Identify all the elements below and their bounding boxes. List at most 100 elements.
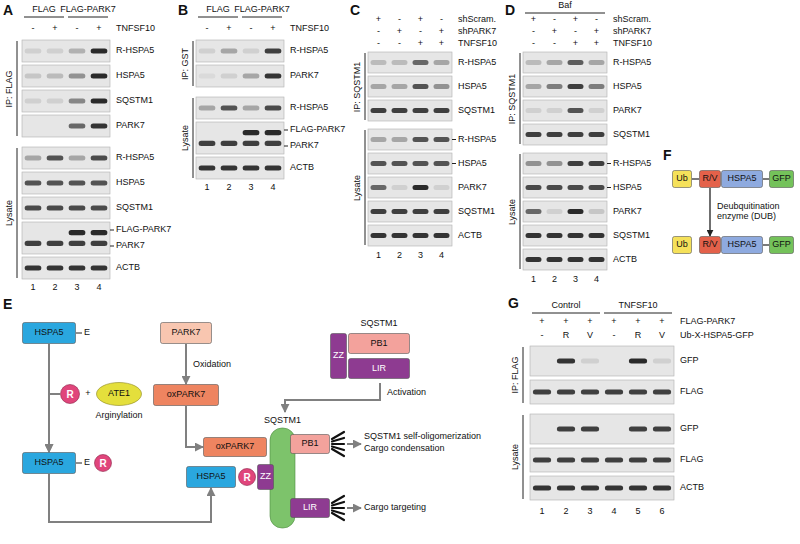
blot-strip [22, 90, 110, 112]
blot-band [47, 180, 64, 185]
band-label: R-HSPA5 [290, 46, 328, 56]
blot-band [392, 108, 408, 113]
blot-background [22, 222, 110, 254]
blot-background [523, 124, 607, 145]
blot-strip [530, 380, 674, 404]
node-text: HSPA5 [728, 174, 757, 184]
blot-background [523, 76, 607, 97]
box-outline [331, 334, 347, 379]
lane-number: 3 [587, 507, 592, 517]
treatment-sign: + [635, 317, 640, 327]
blot-band [392, 233, 408, 238]
group-header: FLAG [32, 5, 56, 15]
blot-band [69, 205, 86, 210]
section-label: IP: SQSTM1 [508, 73, 518, 124]
blot-strip [368, 153, 452, 174]
blot-band [243, 141, 260, 146]
protein-box: oxPARK7 [203, 437, 267, 457]
rule-line [520, 154, 521, 269]
treatment-sign: - [398, 39, 401, 49]
blot-band [25, 241, 42, 246]
lane-number: 6 [659, 507, 664, 517]
blot-background [523, 153, 607, 174]
box-outline [291, 499, 330, 518]
lane-number: 4 [439, 251, 444, 261]
blot-band [25, 73, 42, 78]
group-header: TNFSF10 [618, 301, 657, 311]
band-label: SQSTM1 [116, 203, 153, 213]
treatment-label: shScram. [613, 15, 651, 25]
treatment-label: FLAG-PARK7 [680, 317, 735, 327]
treatment-label: shPARK7 [613, 27, 651, 37]
rule-line [76, 463, 82, 464]
band-label: PARK7 [613, 106, 642, 116]
blot-background [196, 157, 284, 179]
box-outline [349, 359, 410, 379]
rule-line [523, 415, 524, 499]
lane-number: 1 [376, 251, 381, 261]
connector-arrow [285, 383, 380, 412]
blot-background [530, 414, 674, 444]
ellipse-outline [97, 383, 142, 406]
blot-band [589, 60, 605, 65]
treatment-sign: - [206, 24, 209, 34]
protein-box: HSPA5 [22, 452, 76, 474]
blot-band [371, 137, 387, 142]
treatment-sign: + [563, 317, 568, 327]
blot-band [91, 180, 108, 185]
outcome-label: Cargo condensation [364, 444, 445, 454]
lane-number: 1 [539, 507, 544, 517]
node-text: GFP [772, 174, 791, 184]
rule-line [193, 41, 194, 86]
blot-strip [368, 100, 452, 121]
blot-background [368, 76, 452, 97]
blot-band [533, 389, 551, 394]
ray-stroke [332, 513, 344, 520]
panel-letter: A [3, 3, 13, 18]
rule-line [532, 313, 600, 314]
rule-line [68, 17, 108, 18]
node-text: SQSTM1 [245, 416, 320, 426]
blot-band [199, 48, 216, 53]
blot-background [22, 115, 110, 137]
connector-arrow [763, 178, 769, 179]
blot-background [368, 100, 452, 121]
blot-strip [368, 177, 452, 198]
lane-number: 4 [96, 283, 101, 293]
blot-band [243, 73, 260, 78]
blot-band [581, 358, 599, 363]
treatment-sign: + [573, 39, 578, 49]
blot-band [547, 132, 563, 137]
blot-strip [368, 129, 452, 150]
protein-box: PARK7 [160, 322, 212, 344]
panel-letter: B [178, 3, 188, 18]
rule-line [607, 163, 611, 164]
blot-background [196, 97, 284, 119]
treatment-sign: + [96, 24, 101, 34]
blot-band [629, 389, 647, 394]
blot-band [69, 73, 86, 78]
blot-band [69, 241, 86, 246]
node-text: HSPA5 [197, 472, 226, 482]
node-text: SQSTM1 [348, 319, 410, 329]
connector-arrow [763, 244, 769, 245]
blot-band [568, 60, 584, 65]
treatment-sign: + [226, 24, 231, 34]
blot-strip [368, 52, 452, 73]
node-text: LIR [372, 364, 386, 374]
treatment-sign: - [574, 27, 577, 37]
edge-label: Deubquitination enzyme (DUB) [716, 201, 800, 222]
blot-strip [368, 76, 452, 97]
blot-band [47, 48, 64, 53]
band-label: PARK7 [613, 207, 642, 217]
box-outline [349, 334, 410, 354]
band-label: R-HSPA5 [458, 58, 496, 68]
blot-band [413, 209, 429, 214]
blot-band [589, 108, 605, 113]
blot-band [526, 233, 542, 238]
blot-band [547, 60, 563, 65]
domain-box: ZZ [257, 464, 274, 490]
blot-band [568, 108, 584, 113]
treatment-sign: - [553, 39, 556, 49]
group-header: Control [551, 301, 580, 311]
